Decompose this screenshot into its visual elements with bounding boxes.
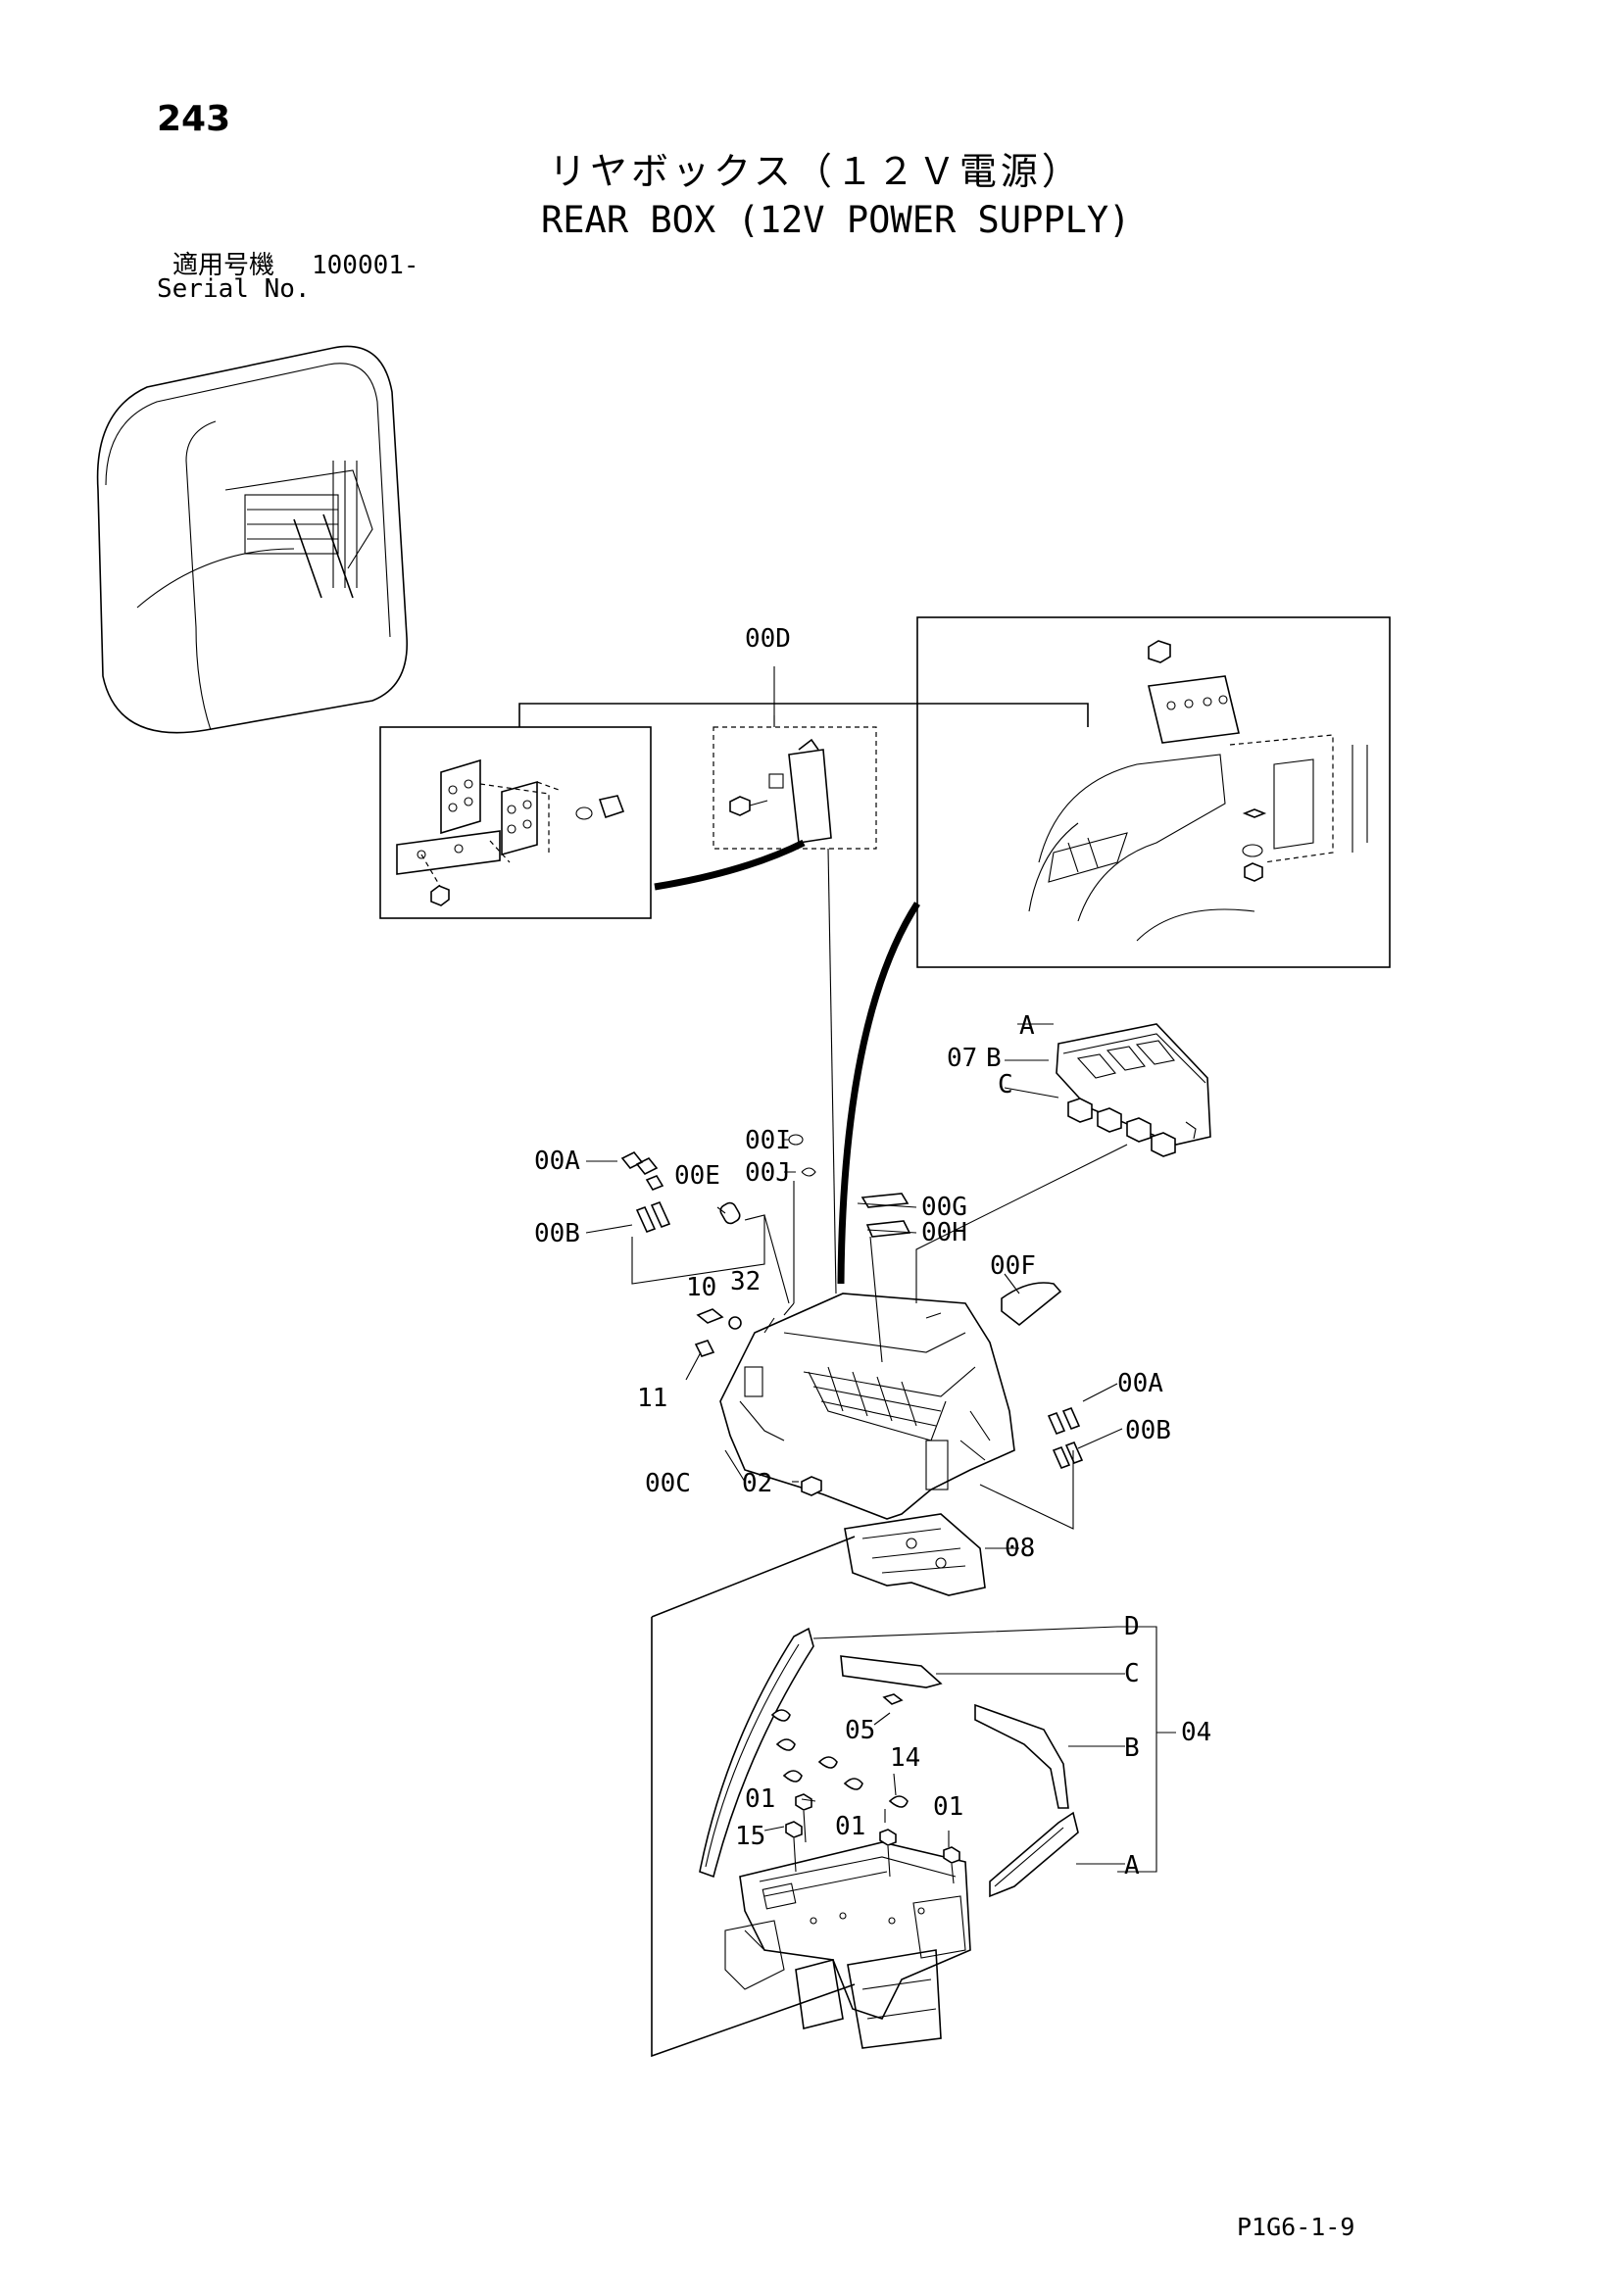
callout-32: 32 (730, 1267, 761, 1296)
callout-00F: 00F (990, 1251, 1036, 1281)
callout-11: 11 (637, 1384, 667, 1413)
page-number: 243 (157, 99, 231, 139)
callout-00A-left: 00A (534, 1147, 580, 1176)
callout-00B-left: 00B (534, 1219, 580, 1248)
callout-14: 14 (890, 1743, 920, 1773)
callout-00J: 00J (745, 1158, 791, 1188)
callout-01-middle: 01 (835, 1812, 865, 1841)
callout-00E: 00E (674, 1161, 720, 1191)
callout-B-bottom: B (1124, 1734, 1140, 1763)
callout-00D: 00D (745, 624, 791, 654)
callout-04: 04 (1181, 1718, 1211, 1747)
lower-frame-assembly (651, 1536, 1079, 2058)
callout-labels: 00D A 07 B C 00I 00J 00A 00E 00G 00H 00B… (534, 624, 1211, 1881)
serial-label-japanese: 適用号機 (172, 251, 275, 280)
leader-left-detail (654, 839, 806, 891)
switch-box-07 (1056, 1023, 1211, 1157)
title-japanese: リヤボックス（１２Ｖ電源） (549, 150, 1083, 193)
callout-02: 02 (742, 1469, 772, 1498)
callout-01-left: 01 (745, 1784, 775, 1814)
detail-box-left (379, 726, 652, 919)
cab-overview-illustration (96, 345, 408, 734)
serial-number-range: 100001- (312, 251, 419, 280)
callout-00A-right: 00A (1117, 1369, 1163, 1398)
callout-08: 08 (1005, 1534, 1035, 1563)
callout-C-top: C (998, 1070, 1013, 1099)
callout-10: 10 (686, 1273, 716, 1302)
bracket-detail-group (518, 703, 1089, 727)
page-code: P1G6-1-9 (1237, 2213, 1355, 2241)
callout-00H: 00H (921, 1218, 967, 1247)
title-english: REAR BOX (12V POWER SUPPLY) (541, 199, 1131, 241)
callout-leader-lines-lower (763, 1626, 1176, 1873)
callout-leader-lines-upper (585, 1023, 1128, 1549)
rear-box-assembly (719, 1293, 1015, 1520)
callout-B-top: B (986, 1044, 1002, 1073)
detail-box-right (916, 616, 1391, 968)
callout-01-right: 01 (933, 1792, 963, 1822)
callout-15: 15 (735, 1822, 765, 1851)
callout-07: 07 (947, 1044, 977, 1073)
callout-00G: 00G (921, 1193, 967, 1222)
callout-00B-right: 00B (1125, 1416, 1171, 1445)
part-08-bracket (844, 1513, 986, 1596)
callout-C-bottom: C (1124, 1659, 1140, 1688)
detail-box-00D (713, 666, 877, 850)
callout-00C: 00C (645, 1469, 691, 1498)
callout-A-top: A (1019, 1011, 1035, 1041)
leader-right-detail (837, 902, 920, 1285)
serial-label-english: Serial No. (157, 274, 311, 304)
callout-00I: 00I (745, 1126, 791, 1155)
callout-05: 05 (845, 1716, 875, 1745)
callout-A-bottom: A (1124, 1851, 1140, 1881)
callout-D-bottom: D (1124, 1612, 1140, 1641)
